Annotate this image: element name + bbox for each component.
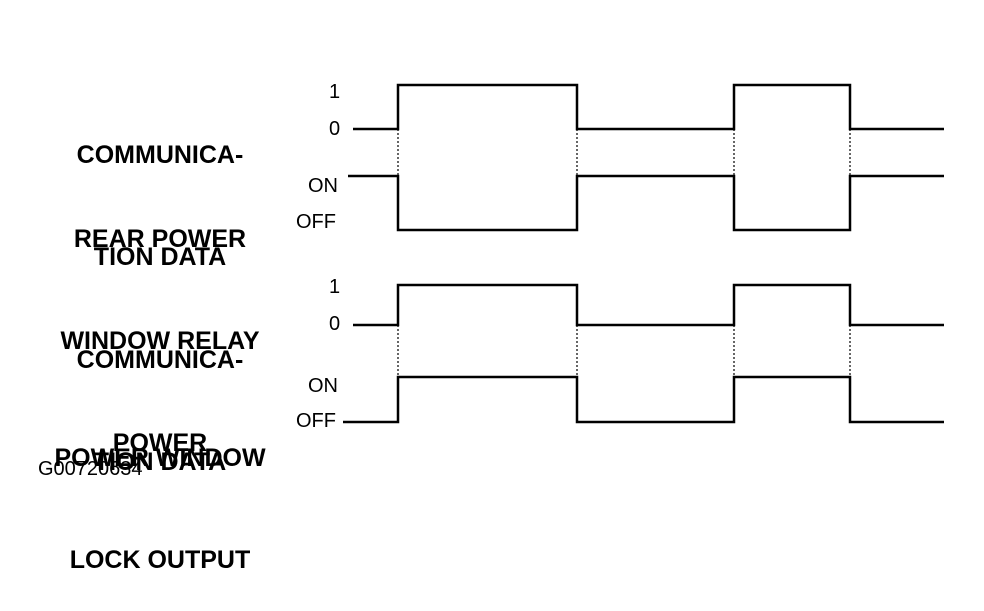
signal-3-label: COMMUNICA- TION DATA [40, 275, 280, 513]
signal-3-high-label: 1 [329, 276, 341, 298]
signal-3-label-line2: TION DATA [93, 448, 227, 476]
signal-1-high-label: 1 [329, 81, 341, 103]
signal-1-label-line1: COMMUNICA- [76, 141, 244, 169]
waveform-4 [343, 375, 944, 424]
signal-2-label-line2: WINDOW RELAY [60, 327, 260, 355]
signal-2-label-line1: REAR POWER [73, 225, 247, 253]
waveform-2 [348, 174, 944, 232]
signal-3-low-label: 0 [329, 313, 341, 335]
signal-1-label: COMMUNICA- TION DATA [40, 70, 280, 308]
signal-2-label: REAR POWER WINDOW RELAY POWER [20, 154, 300, 494]
signal-4-high-label: ON [308, 375, 338, 397]
waveforms [343, 83, 944, 424]
signal-1-label-line2: TION DATA [93, 243, 227, 271]
signal-1-low-label: 0 [329, 118, 341, 140]
transition-dividers [397, 129, 851, 377]
signal-2-low-label: OFF [296, 211, 336, 233]
signal-2-high-label: ON [308, 175, 338, 197]
signal-4-label-line1: POWER WINDOW [54, 444, 266, 472]
waveform-3 [353, 283, 944, 327]
figure-code: G00720634 [38, 458, 143, 480]
signal-4-low-label: OFF [296, 410, 336, 432]
waveform-1 [353, 83, 944, 131]
signal-3-label-line1: COMMUNICA- [76, 346, 244, 374]
signal-2-label-line3: POWER [112, 429, 208, 457]
timing-diagram [343, 83, 944, 424]
